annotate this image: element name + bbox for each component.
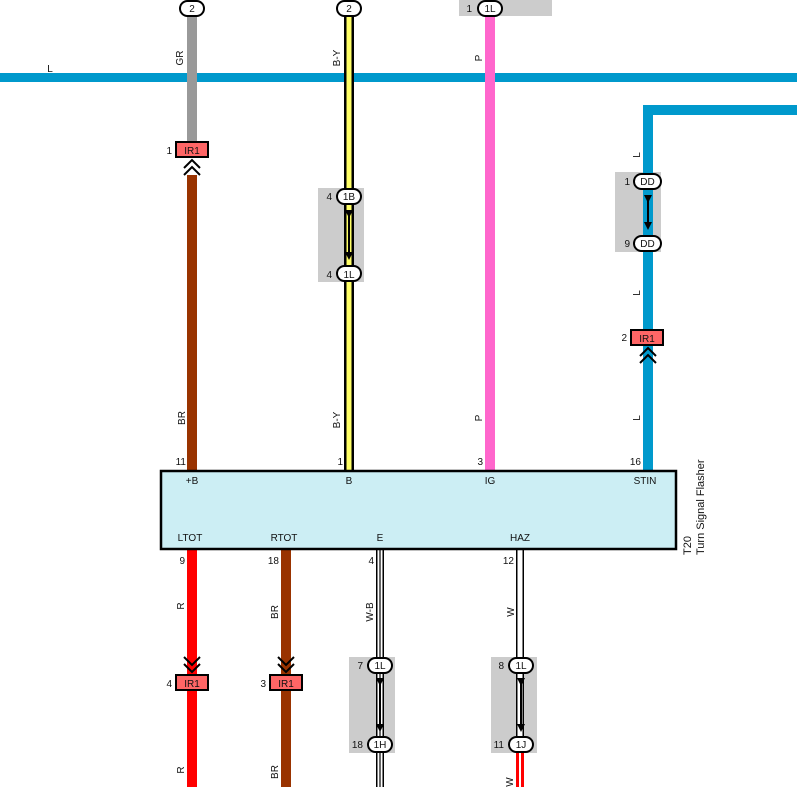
- wire-label-l-right-2: L: [632, 290, 643, 296]
- top-tag-right[interactable]: 1L: [477, 0, 503, 17]
- connector-ir1-bl-label: IR1: [184, 679, 200, 690]
- top-tag-mid-label: 2: [346, 4, 352, 15]
- junction-1l[interactable]: 4 1L: [326, 265, 362, 282]
- junction-1l-e[interactable]: 7 1L: [357, 657, 393, 674]
- junction-1h-pin: 18: [352, 740, 364, 751]
- junction-1b-pin: 4: [326, 192, 332, 203]
- pin-label-plus-b: +B: [186, 476, 199, 487]
- wire-r: [187, 549, 197, 787]
- junction-1j[interactable]: 11 1J: [494, 736, 534, 753]
- junction-dd-1-pin: 1: [624, 177, 630, 188]
- connector-ir1-bl-pin: 4: [166, 679, 172, 690]
- wire-label-r-mid: R: [176, 602, 187, 609]
- component-t20[interactable]: 11 1 3 16 +B B IG STIN LTOT RTOT E HAZ 9…: [159, 457, 707, 567]
- junction-1h[interactable]: 18 1H: [352, 736, 393, 753]
- component-name: Turn Signal Flasher: [695, 459, 707, 555]
- wire-label-r-bot: R: [176, 766, 187, 773]
- top-tag-left-label: 2: [189, 4, 195, 15]
- pin-num-plus-b: 11: [176, 457, 187, 468]
- wire-label-p-lower: P: [474, 414, 485, 421]
- junction-1b-label: 1B: [343, 192, 356, 203]
- connector-ir1-right-label: IR1: [639, 334, 655, 345]
- junction-1j-pin: 11: [494, 740, 505, 751]
- top-tag-right-pin: 1: [466, 4, 472, 15]
- wire-w-inner: [517, 549, 523, 739]
- wire-label-l-top: L: [47, 64, 53, 75]
- junction-1l-haz-pin: 8: [498, 661, 504, 672]
- junction-dd-1[interactable]: 1 DD: [624, 173, 662, 190]
- wire-label-l-right-3: L: [632, 415, 643, 421]
- junction-1l-label: 1L: [343, 270, 355, 281]
- wire-label-w: W: [506, 607, 517, 617]
- junction-dd-2[interactable]: 9 DD: [624, 235, 662, 252]
- component-t20-body[interactable]: [159, 469, 678, 551]
- connector-ir1-bottom-mid[interactable]: 3 IR1: [260, 674, 303, 691]
- connector-ir1-right-pin: 2: [621, 333, 627, 344]
- wire-w-red-stripe: [519, 752, 521, 787]
- pin-num-e: 4: [368, 556, 374, 567]
- connector-ir1-top-pin: 1: [166, 146, 172, 157]
- component-code: T20: [682, 536, 694, 555]
- pin-label-haz: HAZ: [510, 533, 530, 544]
- wire-label-w-bot: W: [505, 777, 516, 787]
- top-tag-left[interactable]: 2: [179, 0, 205, 17]
- wire-l-horizontal: [0, 73, 797, 82]
- junction-1b[interactable]: 4 1B: [326, 188, 362, 205]
- connector-ir1-top-label: IR1: [184, 146, 200, 157]
- junction-1j-label: 1J: [516, 740, 527, 751]
- wire-br-upper: [187, 175, 197, 471]
- junction-1l-e-pin: 7: [357, 661, 363, 672]
- junction-1h-label: 1H: [374, 740, 387, 751]
- pin-label-ltot: LTOT: [178, 533, 203, 544]
- wire-label-b-y-top: B-Y: [332, 49, 343, 66]
- pin-num-rtot: 18: [268, 556, 280, 567]
- junction-1l-e-label: 1L: [374, 661, 386, 672]
- wire-label-p-top: P: [474, 54, 485, 61]
- connector-ir1-bottom-left[interactable]: 4 IR1: [166, 674, 209, 691]
- wire-gr: [187, 14, 197, 142]
- connector-ir1-bm-pin: 3: [260, 679, 266, 690]
- wire-label-br-upper: BR: [177, 411, 188, 425]
- connector-ir1-right[interactable]: 2 IR1: [621, 329, 664, 346]
- wire-br-lower: [281, 549, 291, 787]
- connector-ir1-bm-label: IR1: [278, 679, 294, 690]
- wire-label-br-mid: BR: [270, 605, 281, 619]
- junction-1l-haz-label: 1L: [515, 661, 527, 672]
- pin-label-stin: STIN: [634, 476, 657, 487]
- pin-label-b: B: [346, 476, 353, 487]
- chevron-down-icon: [183, 656, 201, 674]
- pin-num-b: 1: [337, 457, 343, 468]
- junction-dd-1-label: DD: [640, 177, 654, 188]
- top-tag-right-label: 1L: [484, 4, 496, 15]
- pin-label-rtot: RTOT: [271, 533, 298, 544]
- wire-l-right: [643, 105, 797, 471]
- pin-num-ltot: 9: [179, 556, 185, 567]
- wire-label-gr: GR: [175, 51, 186, 66]
- wire-label-w-b: W-B: [365, 602, 376, 622]
- wire-label-l-right-1: L: [632, 152, 643, 158]
- connector-ir1-top[interactable]: 1 IR1: [166, 141, 209, 158]
- wire-label-br-bot: BR: [270, 765, 281, 779]
- wire-p: [485, 14, 495, 471]
- chevron-up-icon: [183, 158, 201, 176]
- pin-num-stin: 16: [630, 457, 642, 468]
- junction-dd-2-pin: 9: [624, 239, 630, 250]
- pin-label-e: E: [377, 533, 384, 544]
- junction-1l-pin: 4: [326, 270, 332, 281]
- top-connector-box-1l: [459, 0, 552, 16]
- pin-label-ig: IG: [485, 476, 496, 487]
- pin-num-haz: 12: [503, 556, 515, 567]
- top-tag-mid[interactable]: 2: [336, 0, 362, 17]
- chevron-down-icon: [277, 656, 295, 674]
- junction-1l-haz[interactable]: 8 1L: [498, 657, 534, 674]
- chevron-up-icon: [639, 346, 657, 364]
- pin-num-ig: 3: [477, 457, 483, 468]
- wire-label-b-y-lower: B-Y: [332, 411, 343, 428]
- junction-dd-2-label: DD: [640, 239, 654, 250]
